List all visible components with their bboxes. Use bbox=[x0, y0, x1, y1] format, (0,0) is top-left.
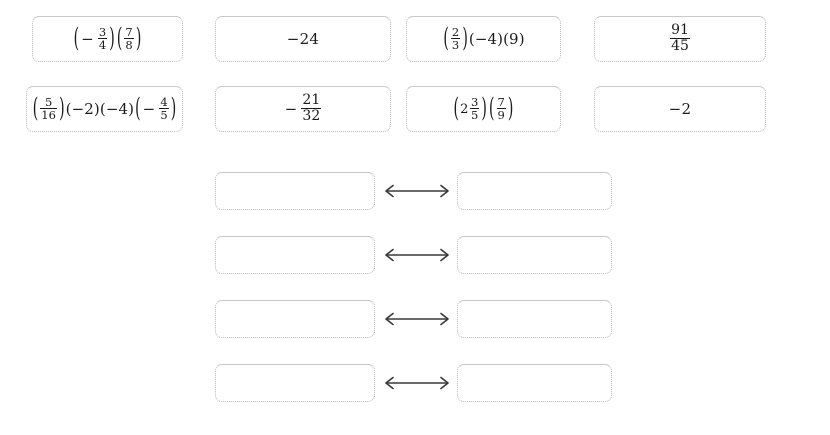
source-tile-value-3[interactable]: − 21 32 bbox=[215, 86, 391, 132]
match-arrow-icon bbox=[378, 376, 456, 390]
match-row bbox=[0, 364, 830, 402]
dropzone-left-1[interactable] bbox=[215, 172, 375, 210]
source-tile-expression-2[interactable]: ( 2 3 ) (−4)(9) bbox=[406, 16, 561, 62]
dropzone-right-3[interactable] bbox=[457, 300, 612, 338]
value-text: −24 bbox=[286, 29, 320, 48]
paren-group: ( bbox=[116, 23, 123, 55]
fraction-3-over-4: 3 4 bbox=[97, 24, 108, 52]
paren-group: ( bbox=[32, 93, 39, 125]
paren-group: ) bbox=[507, 93, 514, 125]
paren-group: ( bbox=[73, 23, 80, 55]
math-expression: ( 2 3 ) (−4)(9) bbox=[442, 23, 525, 55]
source-tile-value-1[interactable]: −24 bbox=[215, 16, 391, 62]
match-row bbox=[0, 172, 830, 210]
fraction-7-over-9: 7 9 bbox=[496, 94, 506, 122]
dropzone-left-3[interactable] bbox=[215, 300, 375, 338]
source-tile-expression-1[interactable]: ( − 3 4 ) ( 7 8 ) bbox=[32, 16, 183, 62]
dropzone-right-2[interactable] bbox=[457, 236, 612, 274]
source-tile-value-2[interactable]: 91 45 bbox=[594, 16, 766, 62]
paren-group: ) bbox=[109, 23, 115, 55]
paren-group: ( bbox=[135, 93, 141, 125]
fraction-3-over-5: 3 5 bbox=[469, 94, 480, 122]
paren-group: ( bbox=[488, 93, 495, 125]
dropzone-left-2[interactable] bbox=[215, 236, 375, 274]
paren-group: ) bbox=[170, 93, 177, 125]
paren-group: ) bbox=[135, 23, 142, 55]
factor-text: (−4)(9) bbox=[468, 29, 525, 48]
match-arrow-icon bbox=[378, 248, 456, 262]
dropzone-left-4[interactable] bbox=[215, 364, 375, 402]
math-expression: ( 2 3 5 ) ( 7 9 ) bbox=[453, 93, 515, 125]
match-arrow-icon bbox=[378, 184, 456, 198]
fraction-4-over-5: 4 5 bbox=[159, 94, 169, 122]
paren-group: ) bbox=[59, 93, 65, 125]
signed-fraction: − 21 32 bbox=[284, 92, 323, 124]
paren-group: ) bbox=[481, 93, 487, 125]
whole-number: 2 bbox=[460, 101, 469, 117]
fraction-2-over-3: 2 3 bbox=[450, 24, 461, 52]
source-tile-expression-3[interactable]: ( 5 16 ) (−2)(−4) ( − 4 5 ) bbox=[26, 86, 183, 132]
math-expression: ( 5 16 ) (−2)(−4) ( − 4 5 ) bbox=[32, 93, 178, 125]
source-tile-value-4[interactable]: −2 bbox=[594, 86, 766, 132]
value-text: −2 bbox=[668, 99, 692, 118]
dropzone-right-4[interactable] bbox=[457, 364, 612, 402]
match-arrow-icon bbox=[378, 312, 456, 326]
minus-sign: − bbox=[81, 29, 94, 48]
source-tile-expression-4[interactable]: ( 2 3 5 ) ( 7 9 ) bbox=[406, 86, 561, 132]
match-row bbox=[0, 300, 830, 338]
math-expression: ( − 3 4 ) ( 7 8 ) bbox=[73, 23, 143, 55]
paren-group: ) bbox=[462, 23, 468, 55]
fraction-7-over-8: 7 8 bbox=[124, 24, 134, 52]
fraction-21-over-32: 21 32 bbox=[301, 92, 322, 124]
fraction-5-over-16: 5 16 bbox=[40, 94, 58, 122]
paren-group: ( bbox=[443, 23, 449, 55]
paren-group: ( bbox=[453, 93, 460, 125]
match-row bbox=[0, 236, 830, 274]
minus-sign: − bbox=[284, 99, 298, 118]
dropzone-right-1[interactable] bbox=[457, 172, 612, 210]
factor-text: (−2)(−4) bbox=[65, 99, 135, 118]
minus-sign: − bbox=[142, 99, 156, 118]
fraction-91-over-45: 91 45 bbox=[670, 22, 690, 54]
